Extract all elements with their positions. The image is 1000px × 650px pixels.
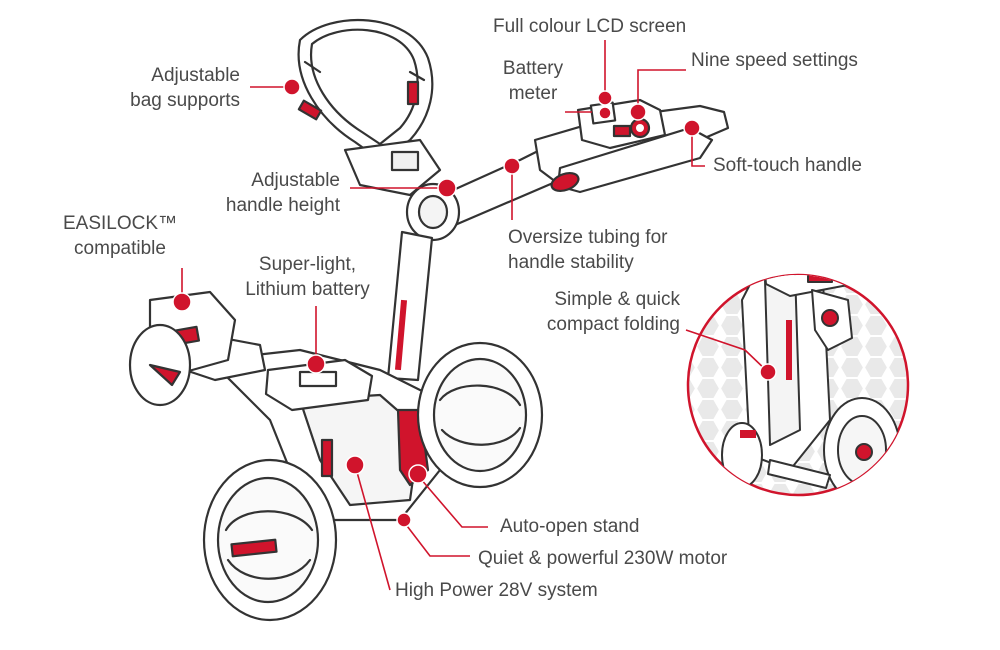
label-compact-folding-line2: compact folding bbox=[546, 314, 680, 335]
label-motor: Quiet & powerful 230W motor bbox=[478, 546, 727, 571]
dot-oversize-tubing bbox=[503, 157, 521, 175]
label-bag-supports-line1: Adjustable bbox=[151, 65, 240, 86]
label-lithium-battery-line2: Lithium battery bbox=[245, 279, 370, 300]
label-battery-meter-line1: Battery bbox=[502, 58, 564, 79]
dot-motor bbox=[396, 512, 412, 528]
dot-lcd-screen bbox=[597, 90, 613, 106]
dot-handle-height bbox=[437, 178, 457, 198]
label-battery-meter: Battery meter bbox=[488, 56, 578, 106]
label-easilock-line2: compatible bbox=[74, 238, 166, 259]
label-speed-settings-text: Nine speed settings bbox=[691, 50, 858, 71]
label-oversize-tubing-line2: handle stability bbox=[508, 252, 634, 273]
dot-battery-meter bbox=[598, 106, 612, 120]
label-compact-folding-line1: Simple & quick bbox=[554, 289, 680, 310]
dot-bag-supports bbox=[283, 78, 301, 96]
label-soft-handle: Soft-touch handle bbox=[713, 153, 862, 178]
label-speed-settings: Nine speed settings bbox=[691, 48, 858, 73]
dot-speed-settings bbox=[629, 103, 647, 121]
dot-power-system bbox=[345, 455, 365, 475]
label-lcd-screen-text: Full colour LCD screen bbox=[493, 16, 687, 37]
label-soft-handle-text: Soft-touch handle bbox=[713, 155, 862, 176]
dot-lithium-battery bbox=[306, 354, 326, 374]
label-power-system-text: High Power 28V system bbox=[395, 580, 598, 601]
label-lithium-battery: Super-light, Lithium battery bbox=[220, 252, 395, 302]
label-easilock-line1: EASILOCK™ bbox=[62, 213, 178, 234]
label-bag-supports: Adjustable bag supports bbox=[90, 63, 240, 113]
dot-soft-handle bbox=[683, 119, 701, 137]
label-auto-stand-text: Auto-open stand bbox=[500, 516, 640, 537]
label-lcd-screen: Full colour LCD screen bbox=[493, 14, 686, 39]
label-compact-folding: Simple & quick compact folding bbox=[510, 287, 680, 337]
callout-leaders bbox=[181, 40, 769, 591]
left-wheel bbox=[202, 458, 338, 622]
label-lithium-battery-line1: Super-light, bbox=[258, 254, 357, 275]
label-oversize-tubing: Oversize tubing for handle stability bbox=[508, 225, 667, 275]
label-auto-stand: Auto-open stand bbox=[500, 514, 639, 539]
dot-compact-folding bbox=[759, 363, 777, 381]
right-wheel bbox=[416, 341, 544, 489]
label-motor-text: Quiet & powerful 230W motor bbox=[478, 548, 728, 569]
label-power-system: High Power 28V system bbox=[395, 578, 598, 603]
label-battery-meter-line2: meter bbox=[508, 83, 558, 104]
label-handle-height-line1: Adjustable bbox=[251, 170, 340, 191]
label-oversize-tubing-line1: Oversize tubing for bbox=[508, 227, 668, 248]
label-handle-height: Adjustable handle height bbox=[190, 168, 340, 218]
main-trolley bbox=[128, 18, 730, 622]
label-easilock: EASILOCK™ compatible bbox=[55, 211, 185, 261]
dot-easilock bbox=[172, 292, 192, 312]
folded-trolley-inset bbox=[686, 273, 910, 497]
label-handle-height-line2: handle height bbox=[225, 195, 340, 216]
callout-dots bbox=[172, 78, 777, 528]
dot-auto-stand bbox=[408, 464, 428, 484]
label-bag-supports-line2: bag supports bbox=[130, 90, 240, 111]
